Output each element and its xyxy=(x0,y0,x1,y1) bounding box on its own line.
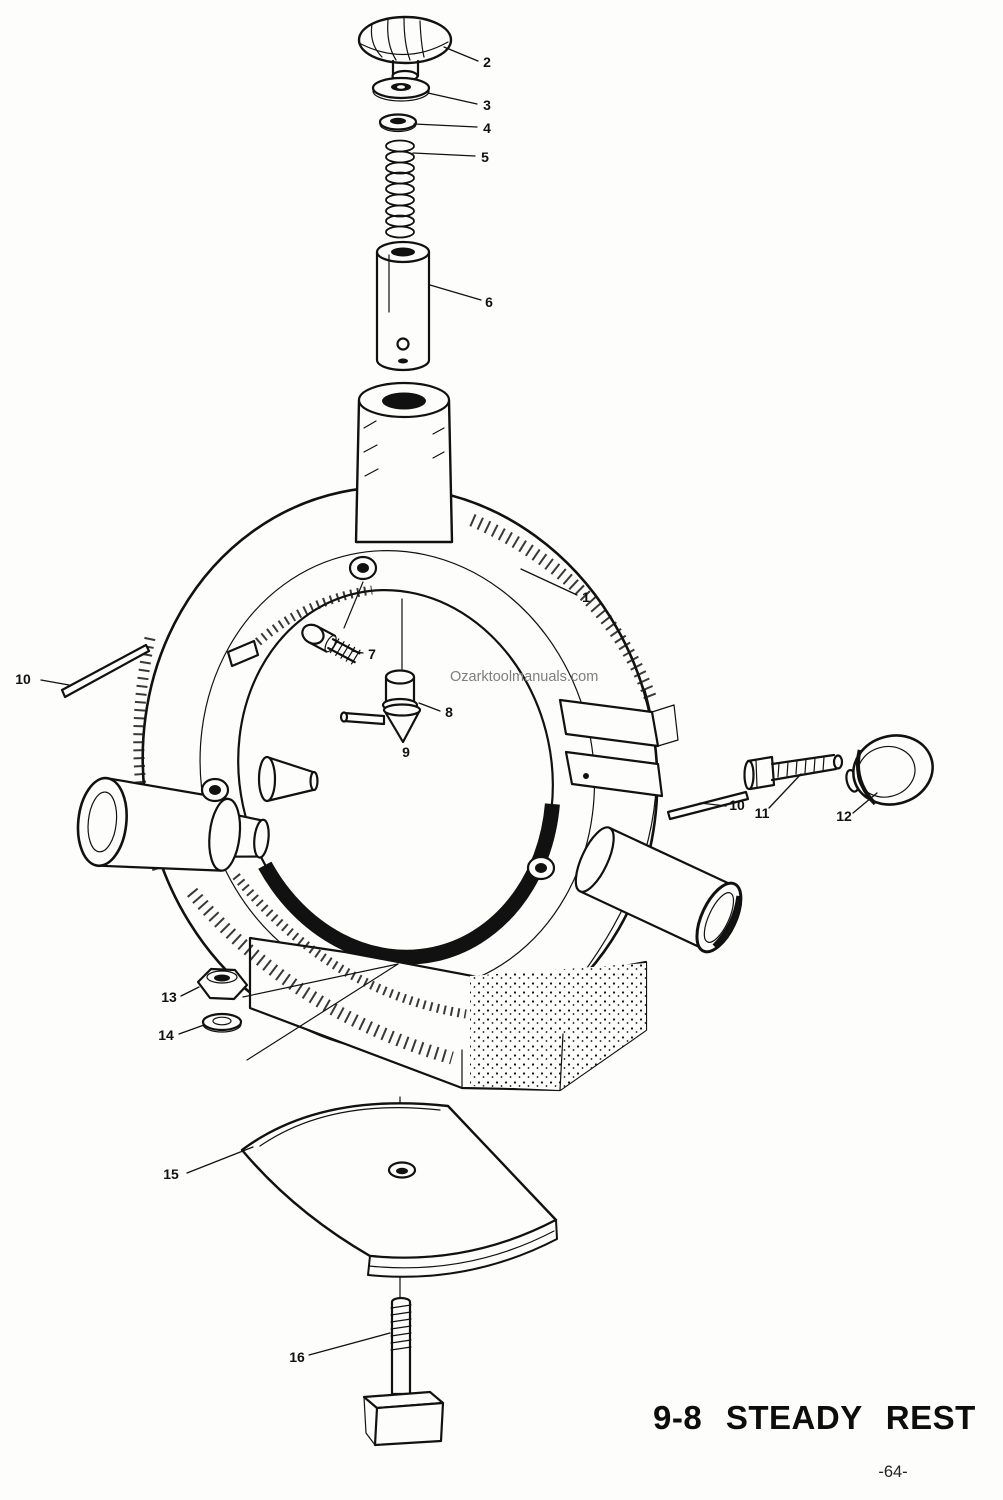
bolt-hole-top xyxy=(348,555,378,581)
part-5-spring xyxy=(385,139,415,239)
part-callouts: 2 3 4 5 6 1 7 8 9 10 10 11 12 13 14 15 1… xyxy=(15,54,852,1365)
part-10-pin-left xyxy=(60,643,151,699)
frame-notch xyxy=(226,639,260,668)
part-13-nut xyxy=(196,967,249,1001)
frame-base xyxy=(248,936,648,1092)
part-7-thumb-screw xyxy=(301,623,361,665)
frame-top-post xyxy=(354,381,454,544)
part-9-center-point xyxy=(339,703,422,744)
part-11-clamp-screw xyxy=(743,753,844,791)
callout-6: 6 xyxy=(485,294,493,310)
part-2-knob-cap xyxy=(357,15,453,83)
callout-8: 8 xyxy=(445,704,453,720)
part-6-adjusting-sleeve xyxy=(375,240,431,372)
callout-11: 11 xyxy=(755,805,770,821)
center-point-left xyxy=(257,755,319,803)
callout-13: 13 xyxy=(161,989,177,1005)
callout-2: 2 xyxy=(483,54,491,70)
callout-14: 14 xyxy=(158,1027,174,1043)
callout-15: 15 xyxy=(163,1166,179,1182)
page-number: -64- xyxy=(878,1463,907,1481)
callout-1: 1 xyxy=(582,589,590,605)
callout-10-right: 10 xyxy=(729,797,745,813)
callout-16: 16 xyxy=(289,1349,305,1365)
callout-9: 9 xyxy=(402,744,410,760)
leader-lines xyxy=(40,46,878,1356)
part-3-washer xyxy=(371,76,431,102)
callout-10-left: 10 xyxy=(15,671,31,687)
watermark: Ozarktoolmanuals.com xyxy=(450,669,598,685)
callout-3: 3 xyxy=(483,97,491,113)
part-15-base-shoe xyxy=(240,1102,558,1278)
callout-4: 4 xyxy=(483,120,491,136)
roller-left xyxy=(76,776,270,872)
section-title: 9-8 STEADY REST xyxy=(653,1399,976,1436)
callout-5: 5 xyxy=(481,149,489,165)
part-16-t-bolt xyxy=(362,1296,445,1447)
part-12-knob xyxy=(845,734,934,806)
part-10-pin-right xyxy=(666,790,750,821)
hatch-shading xyxy=(133,514,659,1065)
clamp-lugs xyxy=(558,698,679,798)
callout-7: 7 xyxy=(368,646,376,662)
part-14-washer xyxy=(201,1012,243,1033)
part-4-washer xyxy=(378,113,418,133)
callout-12: 12 xyxy=(836,808,852,824)
bolt-hole-left xyxy=(200,777,230,803)
bolt-hole-bottom-right xyxy=(526,855,556,881)
roller-right xyxy=(574,826,743,954)
